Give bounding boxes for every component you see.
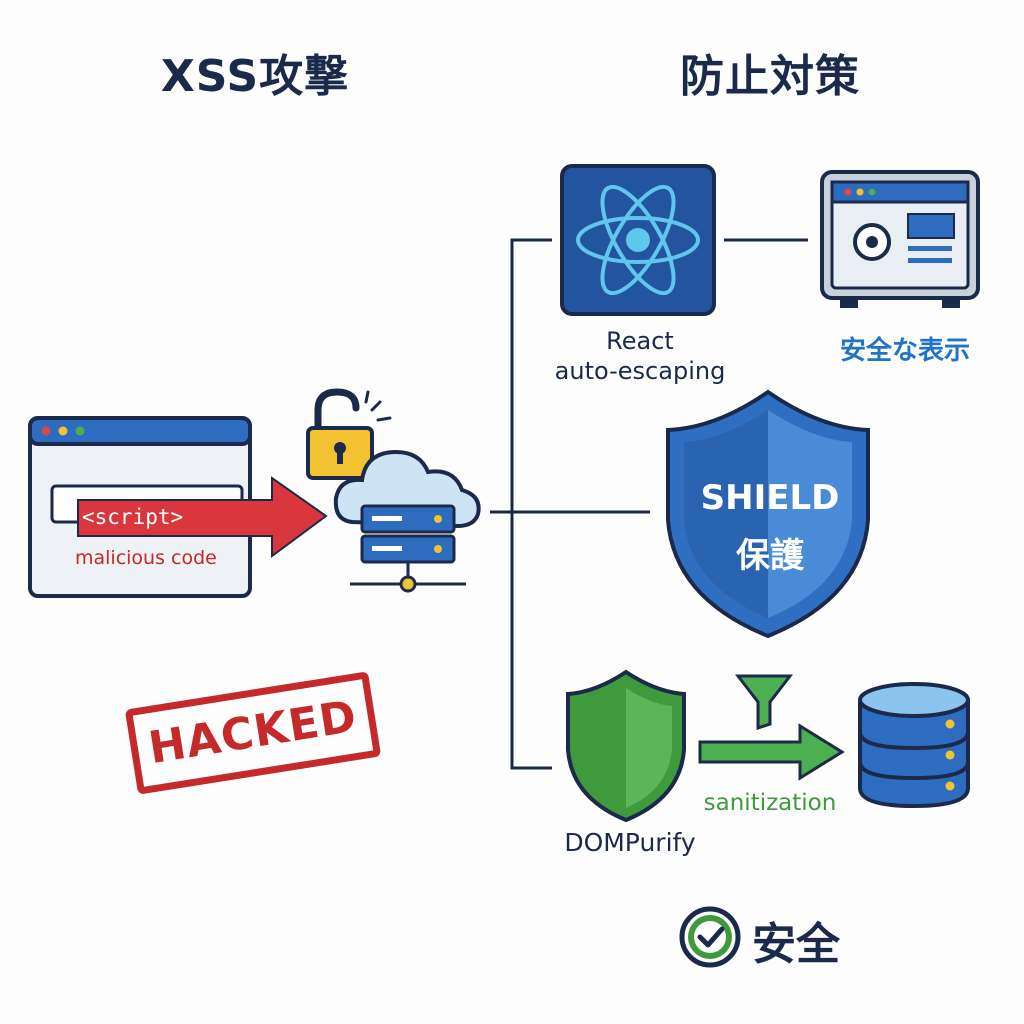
shield-icon — [666, 389, 870, 639]
react-label: React auto-escaping — [520, 326, 760, 386]
react-label-line1: React — [606, 327, 674, 355]
safe-display-label: 安全な表示 — [839, 336, 970, 366]
connector-lines — [490, 238, 808, 770]
funnel-filter-icon — [734, 674, 794, 731]
dompurify-label: DOMPurify — [564, 828, 696, 857]
shield-label-line1: SHIELD — [700, 478, 840, 518]
attack-arrow — [77, 476, 328, 558]
shield-label-line2: 保護 — [736, 536, 804, 576]
malicious-code-label: malicious code — [75, 547, 217, 569]
script-tag-label: <script> — [82, 505, 184, 529]
database-icon — [858, 682, 970, 809]
safe-vault-icon — [820, 170, 980, 308]
padlock-open-icon — [306, 388, 392, 480]
sanitization-arrow — [698, 723, 845, 781]
green-shield-icon — [566, 669, 686, 823]
cloud-server-icon — [333, 449, 481, 593]
safe-label: 安全 — [752, 919, 840, 970]
attack-title: XSS攻撃 — [160, 51, 350, 102]
sanitization-label: sanitization — [703, 790, 837, 816]
react-atom-icon — [560, 164, 716, 316]
react-label-line2: auto-escaping — [554, 357, 726, 385]
defense-title: 防止対策 — [680, 51, 860, 102]
checkmark-circle-icon — [679, 906, 741, 968]
